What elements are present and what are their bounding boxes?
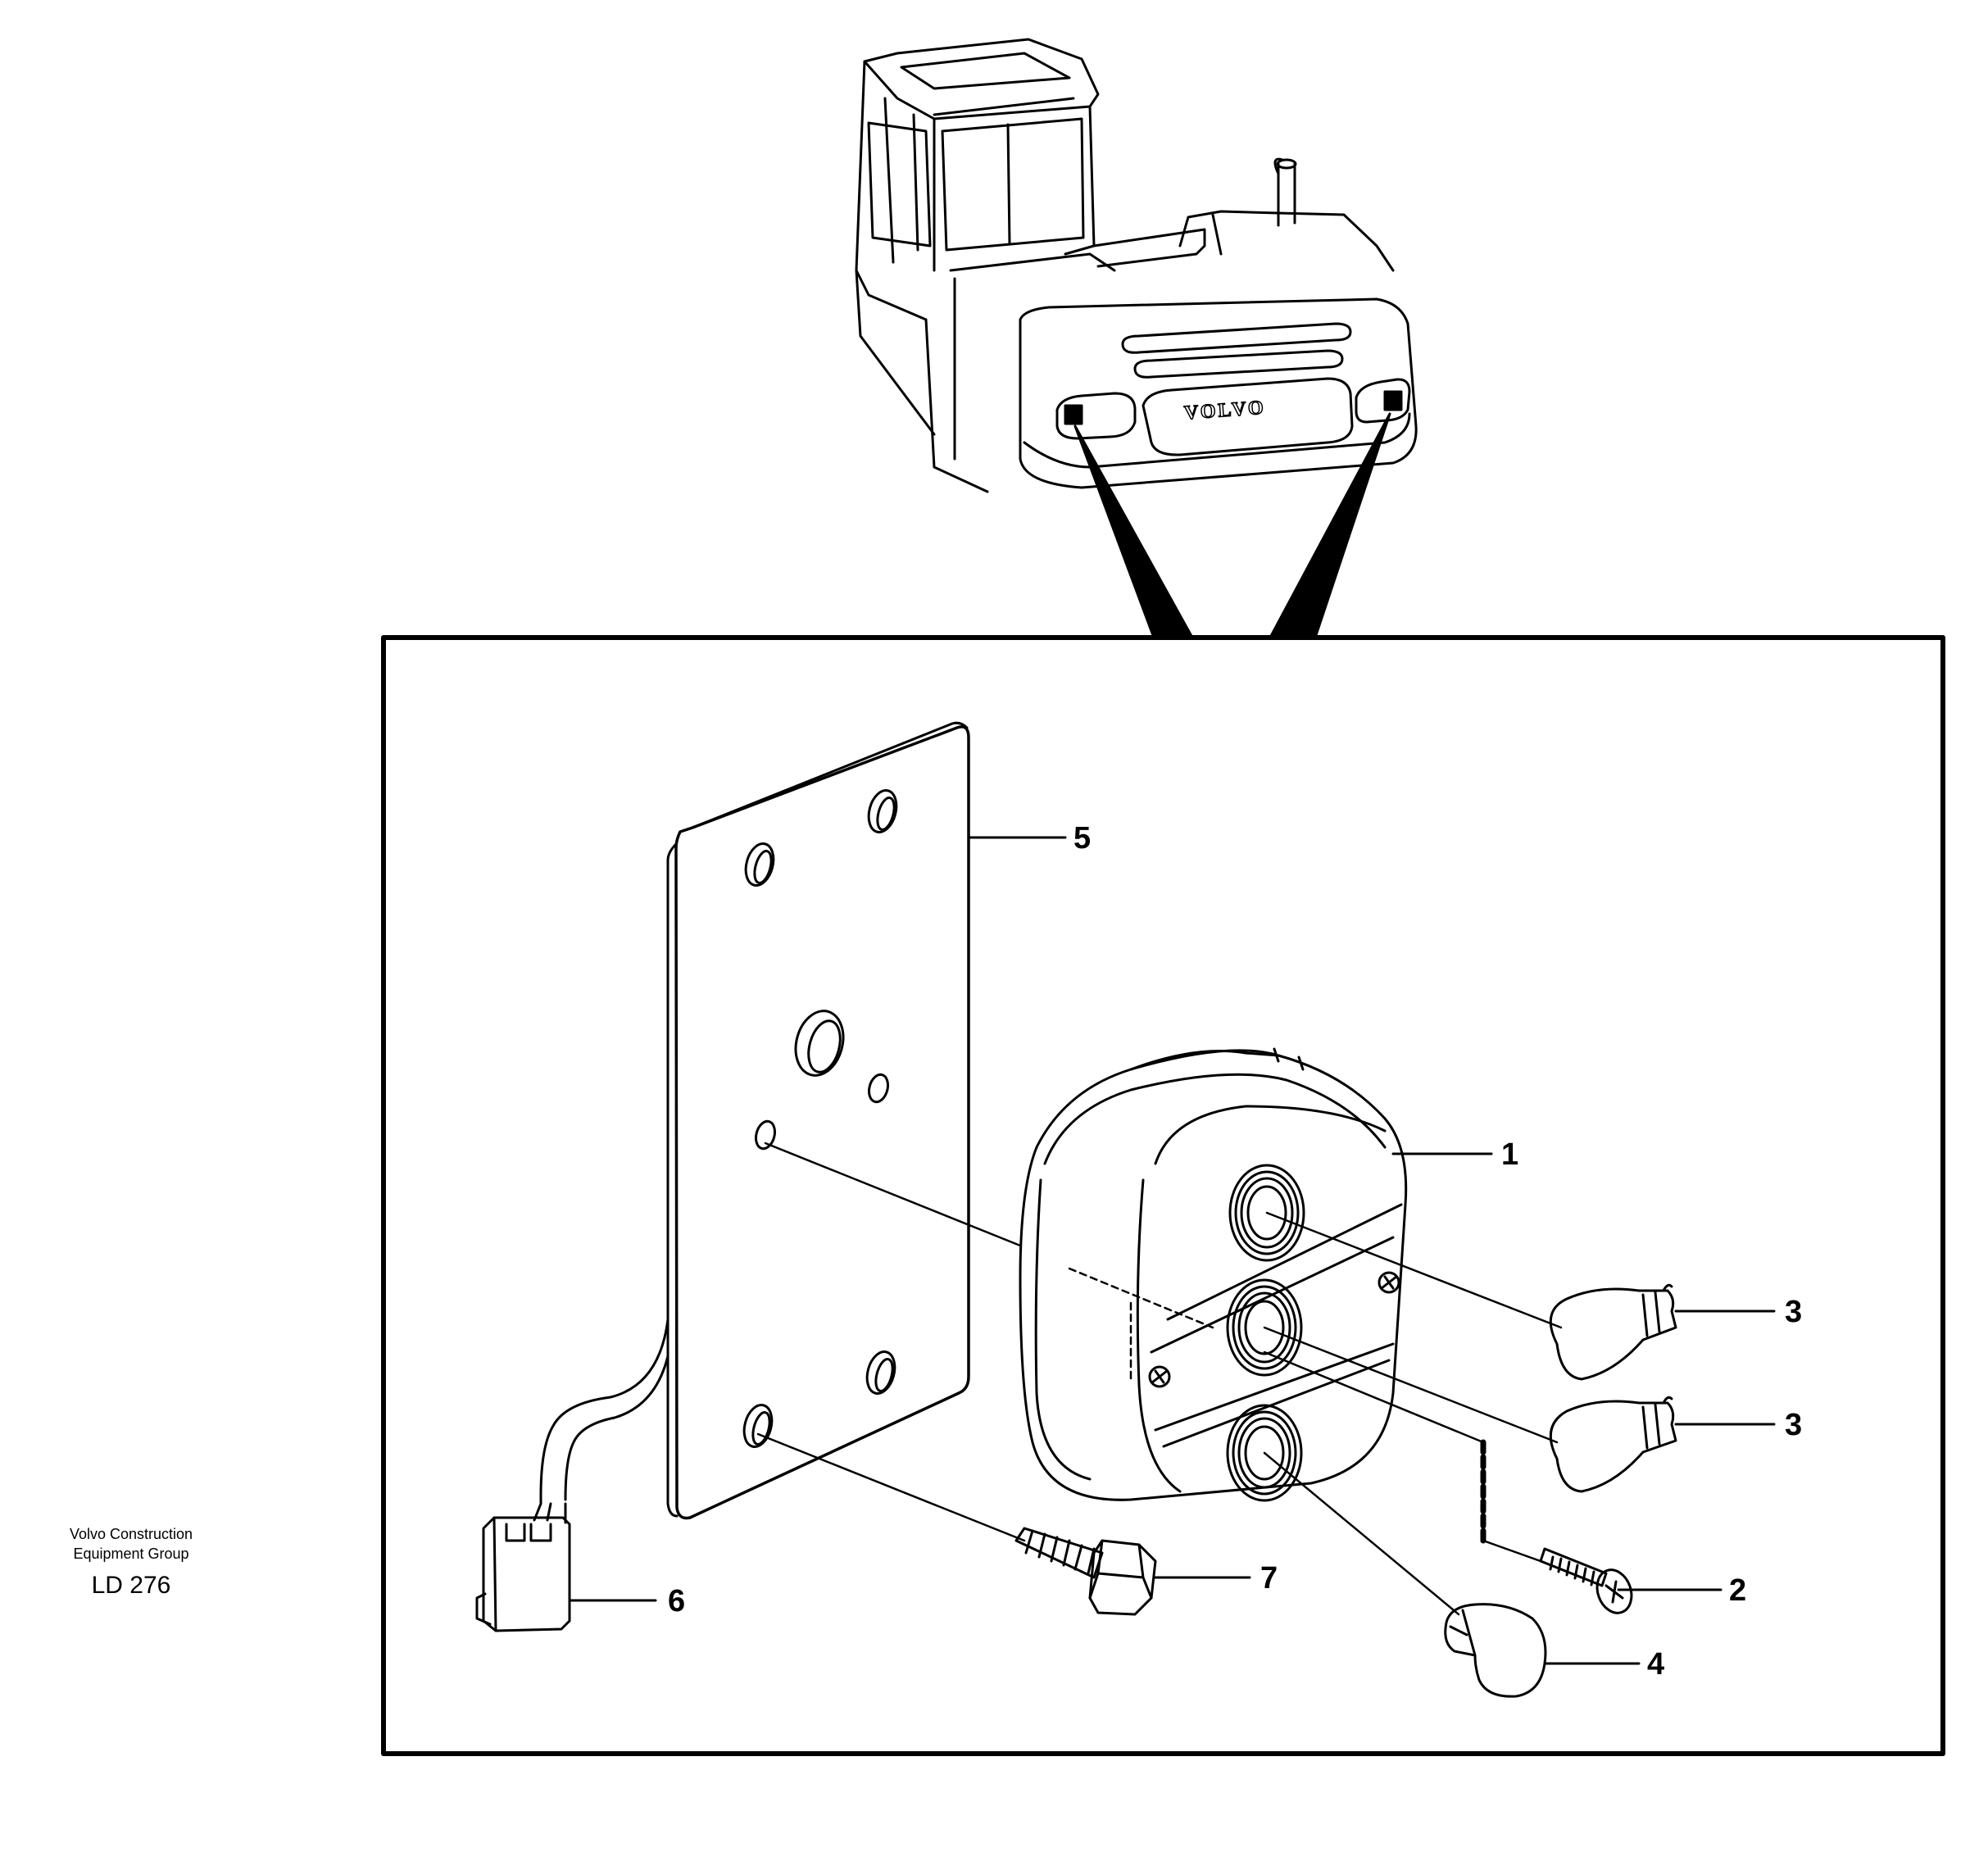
plate-hole (754, 1119, 777, 1151)
plate-hole (865, 1350, 896, 1395)
excavator-rear-view (855, 38, 1418, 639)
callout-label-6: 6 (668, 1584, 686, 1618)
company-line-1: Volvo Construction (69, 1526, 193, 1542)
bulb-upper (1549, 1283, 1677, 1381)
plate-hole (794, 1010, 845, 1077)
mounting-plate (666, 721, 970, 1520)
callout-label-1: 1 (1501, 1137, 1519, 1172)
bulb-small (1444, 1603, 1547, 1698)
callout-label-2: 2 (1729, 1573, 1747, 1608)
credit-block: Volvo Construction Equipment Group LD 27… (33, 1524, 229, 1602)
plate-hole (867, 789, 898, 833)
plate-hole (744, 842, 775, 887)
callout-label-4: 4 (1647, 1647, 1665, 1682)
callout-label-7: 7 (1260, 1561, 1278, 1596)
callout-leaders (568, 836, 1776, 1665)
callout-label-3-middle: 3 (1785, 1408, 1803, 1442)
bulb-middle (1549, 1396, 1677, 1493)
drawing-code: LD 276 (91, 1571, 171, 1599)
lamp-housing (1019, 1047, 1408, 1502)
assembly-lines (756, 1142, 1563, 1616)
cable-and-connector (475, 1318, 669, 1632)
detail-frame (381, 635, 1945, 1756)
company-line-2: Equipment Group (73, 1546, 189, 1563)
plate-hole (742, 1404, 774, 1448)
plate-hole (867, 1073, 890, 1104)
callout-label-5: 5 (1073, 821, 1092, 856)
bolt (1014, 1527, 1157, 1616)
callout-label-3-upper: 3 (1785, 1295, 1803, 1329)
screw (1539, 1547, 1633, 1614)
